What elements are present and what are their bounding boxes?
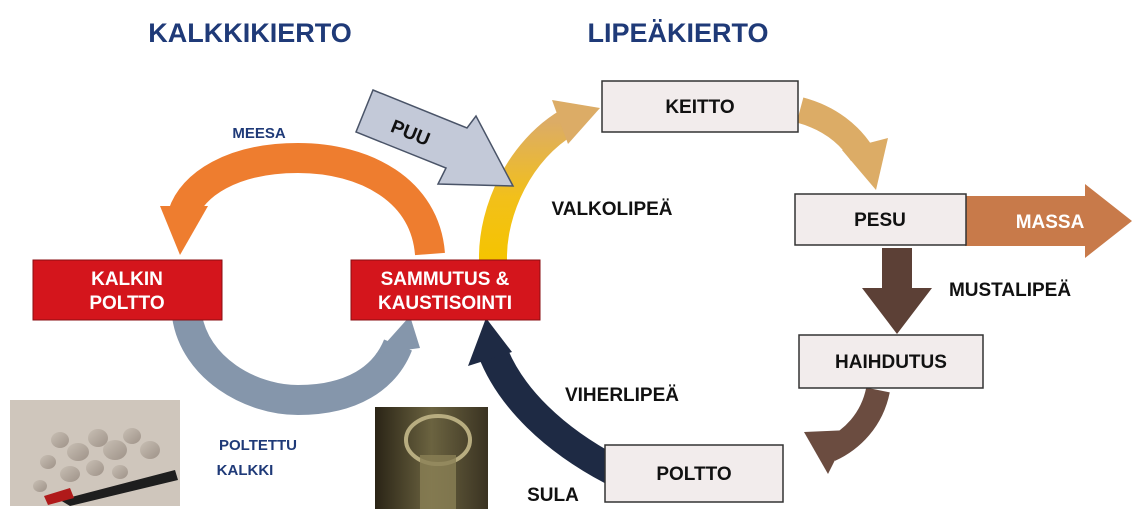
pesu-label: PESU xyxy=(854,210,906,231)
valkolipea-label: VALKOLIPEÄ xyxy=(551,199,672,220)
poltto-label: POLTTO xyxy=(656,464,731,485)
kalkin-poltto-line1: KALKIN xyxy=(91,269,163,290)
sammutus-line2: KAUSTISOINTI xyxy=(378,293,512,314)
mustalipea-label: MUSTALIPEÄ xyxy=(949,280,1071,301)
kalkin-poltto-box: KALKIN POLTTO xyxy=(32,259,223,321)
kalkin-poltto-line2: POLTTO xyxy=(89,293,164,314)
haihdutus-box: HAIHDUTUS xyxy=(798,334,984,389)
title-kalkkikierto: KALKKIKIERTO xyxy=(148,18,352,48)
keitto-box: KEITTO xyxy=(601,80,799,133)
keitto-to-pesu-arrow xyxy=(796,97,888,190)
poltettu-label-line2: KALKKI xyxy=(217,462,274,479)
haihdutus-to-poltto-arrow xyxy=(804,387,890,474)
viherlipea-label: VIHERLIPEÄ xyxy=(565,385,679,406)
sammutus-line1: SAMMUTUS & xyxy=(381,269,510,290)
sammutus-kaustisointi-box: SAMMUTUS & KAUSTISOINTI xyxy=(350,259,541,321)
lime-pebbles-photo xyxy=(10,400,180,506)
mustalipea-arrow xyxy=(862,248,932,334)
meesa-label: MEESA xyxy=(232,125,286,142)
massa-label: MASSA xyxy=(1016,212,1085,233)
pesu-box: PESU xyxy=(794,193,967,246)
meesa-arrow xyxy=(160,142,445,256)
sula-label: SULA xyxy=(527,485,579,506)
massa-arrow xyxy=(965,184,1132,258)
poltto-box: POLTTO xyxy=(604,444,784,503)
smelt-spout-photo xyxy=(375,407,488,509)
poltettu-label-line1: POLTETTU xyxy=(219,437,297,454)
haihdutus-label: HAIHDUTUS xyxy=(835,352,947,373)
poltettu-kalkki-arrow xyxy=(172,312,420,416)
keitto-label: KEITTO xyxy=(665,97,734,118)
puu-arrow xyxy=(355,89,515,187)
viherlipea-arrow xyxy=(468,318,620,484)
title-lipeakierto: LIPEÄKIERTO xyxy=(587,18,768,48)
